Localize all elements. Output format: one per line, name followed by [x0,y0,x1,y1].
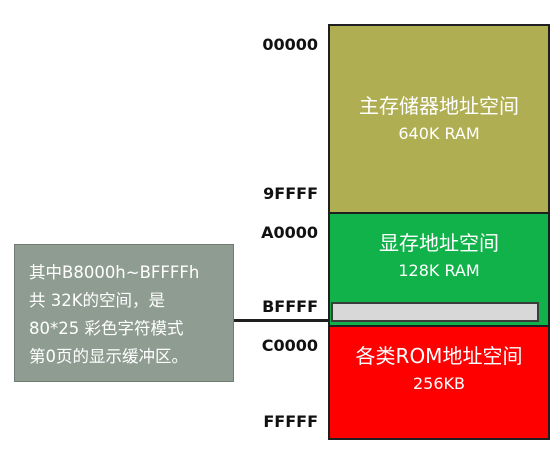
connector-line [234,319,330,322]
main-memory-title: 主存储器地址空间 [359,94,519,118]
address-9ffff: 9FFFF [263,184,318,203]
note-line: 第0页的显示缓冲区。 [29,347,188,366]
address-bffff: BFFFF [262,297,318,316]
address-c0000: C0000 [261,336,318,355]
note-line: 共 32K的空间，是 [29,291,166,310]
annotation-note: 其中B8000h~BFFFFh 共 32K的空间，是 80*25 彩色字符模式 … [14,244,234,382]
rom-size: 256KB [412,374,465,393]
main-memory-block: 主存储器地址空间 640K RAM [328,24,550,214]
note-line: 其中B8000h~BFFFFh [29,263,200,282]
address-a0000: A0000 [261,223,318,242]
video-memory-title: 显存地址空间 [379,231,499,255]
address-00000: 00000 [262,35,318,54]
main-memory-size: 640K RAM [398,124,480,143]
display-buffer-region [331,302,539,322]
rom-title: 各类ROM地址空间 [355,344,523,368]
video-memory-size: 128K RAM [398,261,480,280]
note-line: 80*25 彩色字符模式 [29,319,184,338]
address-fffff: FFFFF [263,412,318,431]
rom-block: 各类ROM地址空间 256KB [328,325,550,440]
